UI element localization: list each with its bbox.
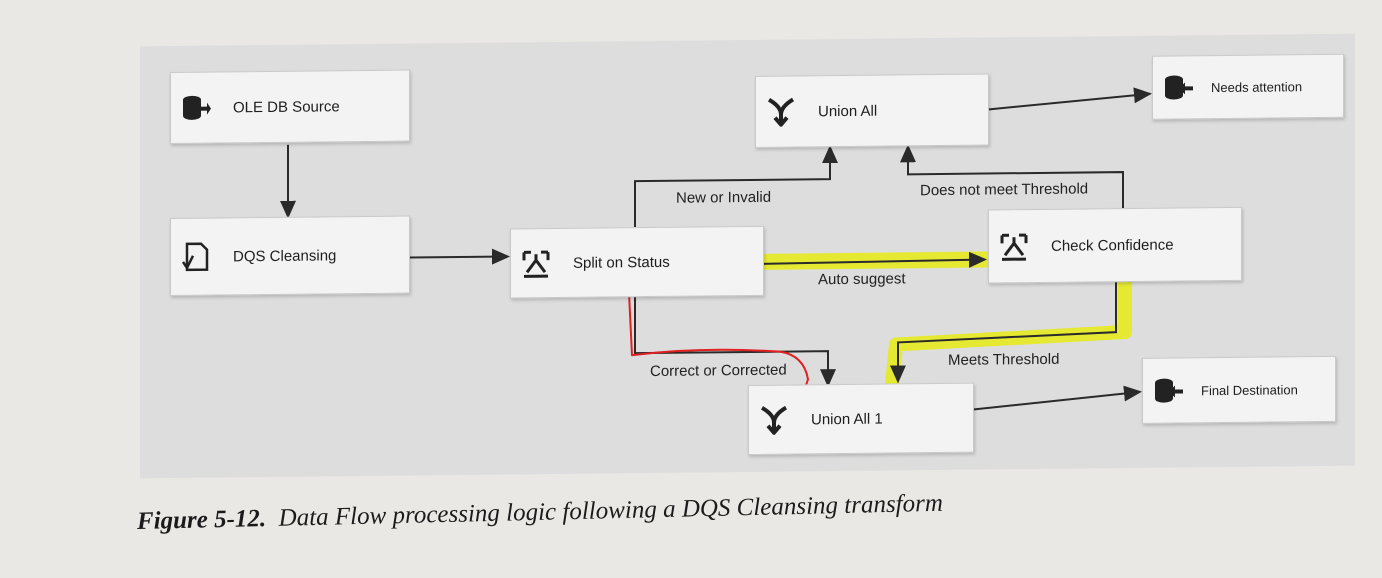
- conditional-split-icon: [1000, 233, 1028, 261]
- node-union-all-1: Union All 1: [748, 382, 974, 455]
- edge-label-auto-suggest: Auto suggest: [818, 270, 906, 289]
- node-ole-db-source: OLE DB Source: [170, 69, 410, 145]
- node-label: OLE DB Source: [233, 97, 340, 116]
- union-all-icon: [760, 405, 788, 435]
- node-check-confidence: Check Confidence: [988, 206, 1242, 284]
- node-needs-attention: Needs attention: [1152, 53, 1344, 120]
- connector-layer: [280, 87, 1152, 423]
- edge-label-correct-or-corrected: Correct or Corrected: [650, 361, 787, 381]
- figure-caption: Figure 5-12. Data Flow processing logic …: [137, 485, 1137, 536]
- node-label: DQS Cleansing: [233, 246, 337, 265]
- node-dqs-cleansing: DQS Cleansing: [170, 215, 410, 297]
- node-label: Union All: [818, 102, 878, 120]
- edge-label-meets-threshold: Meets Threshold: [948, 350, 1060, 369]
- figure-label: Figure 5-12.: [136, 505, 267, 535]
- red-pen-annotation: [628, 293, 835, 423]
- edge-correct-or-corrected: [634, 295, 836, 388]
- edge-label-new-or-invalid: New or Invalid: [676, 188, 772, 207]
- caption-text: Data Flow processing logic following a D…: [278, 489, 944, 532]
- edge-new-or-invalid: [634, 145, 838, 228]
- edge-does-not-meet-threshold: [900, 144, 1124, 209]
- edge-label-does-not-meet-threshold: Does not meet Threshold: [920, 180, 1089, 200]
- edge-dqs-to-split: [410, 248, 510, 265]
- database-source-icon: [183, 95, 211, 120]
- database-destination-icon: [1155, 378, 1183, 403]
- node-label: Split on Status: [573, 253, 670, 272]
- node-union-all: Union All: [755, 73, 989, 148]
- node-label: Union All 1: [811, 410, 883, 428]
- node-final-destination: Final Destination: [1142, 355, 1336, 424]
- document-check-icon: [181, 242, 209, 272]
- node-label: Needs attention: [1211, 78, 1303, 95]
- node-label: Check Confidence: [1051, 236, 1174, 255]
- database-destination-icon: [1165, 75, 1193, 100]
- data-flow-diagram: OLE DB Source DQS Cleansing Split on Sta…: [140, 33, 1355, 479]
- node-label: Final Destination: [1201, 381, 1298, 398]
- edge-auto-suggest: [761, 251, 987, 268]
- conditional-split-icon: [522, 250, 550, 278]
- union-all-icon: [767, 97, 795, 127]
- edge-meets-threshold: [890, 280, 1117, 384]
- edge-union-to-needs-attention: [987, 87, 1152, 111]
- edge-union1-to-final: [971, 385, 1142, 411]
- node-split-on-status: Split on Status: [510, 225, 764, 299]
